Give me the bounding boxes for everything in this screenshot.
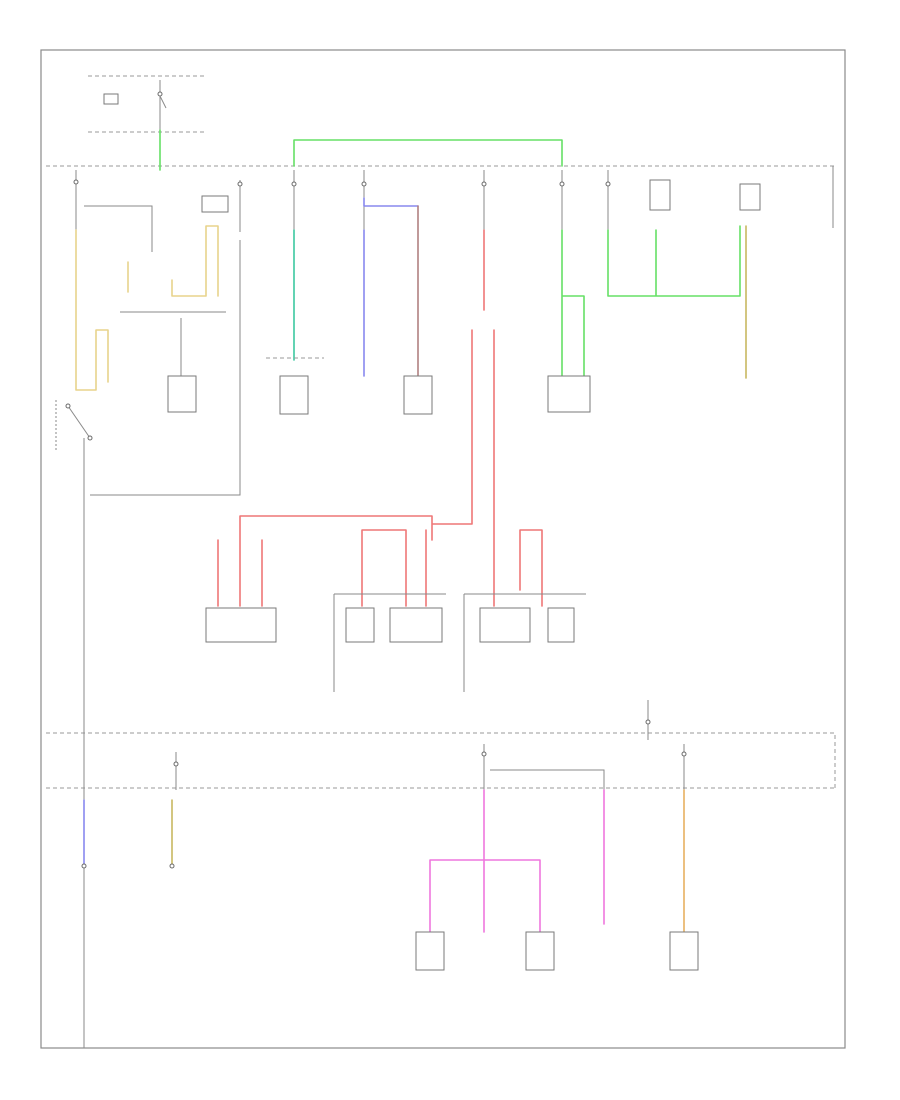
- diagram-frame: [40, 49, 846, 1049]
- wire-red: [205, 229, 586, 692]
- wire-green-top: [159, 129, 563, 171]
- left-switch: [55, 400, 93, 1048]
- wire-bottom: [81, 789, 699, 971]
- wire-green-right: [547, 225, 741, 413]
- upper-fuse-columns: [73, 170, 761, 252]
- wire-teal: [266, 229, 324, 415]
- lower-fuse-columns: [173, 700, 687, 790]
- wire-yellow-left: [75, 225, 241, 496]
- ignition-switch-group: [88, 75, 204, 133]
- fuse-box-boundaries: [46, 165, 836, 789]
- wire-blue-brown: [363, 197, 433, 415]
